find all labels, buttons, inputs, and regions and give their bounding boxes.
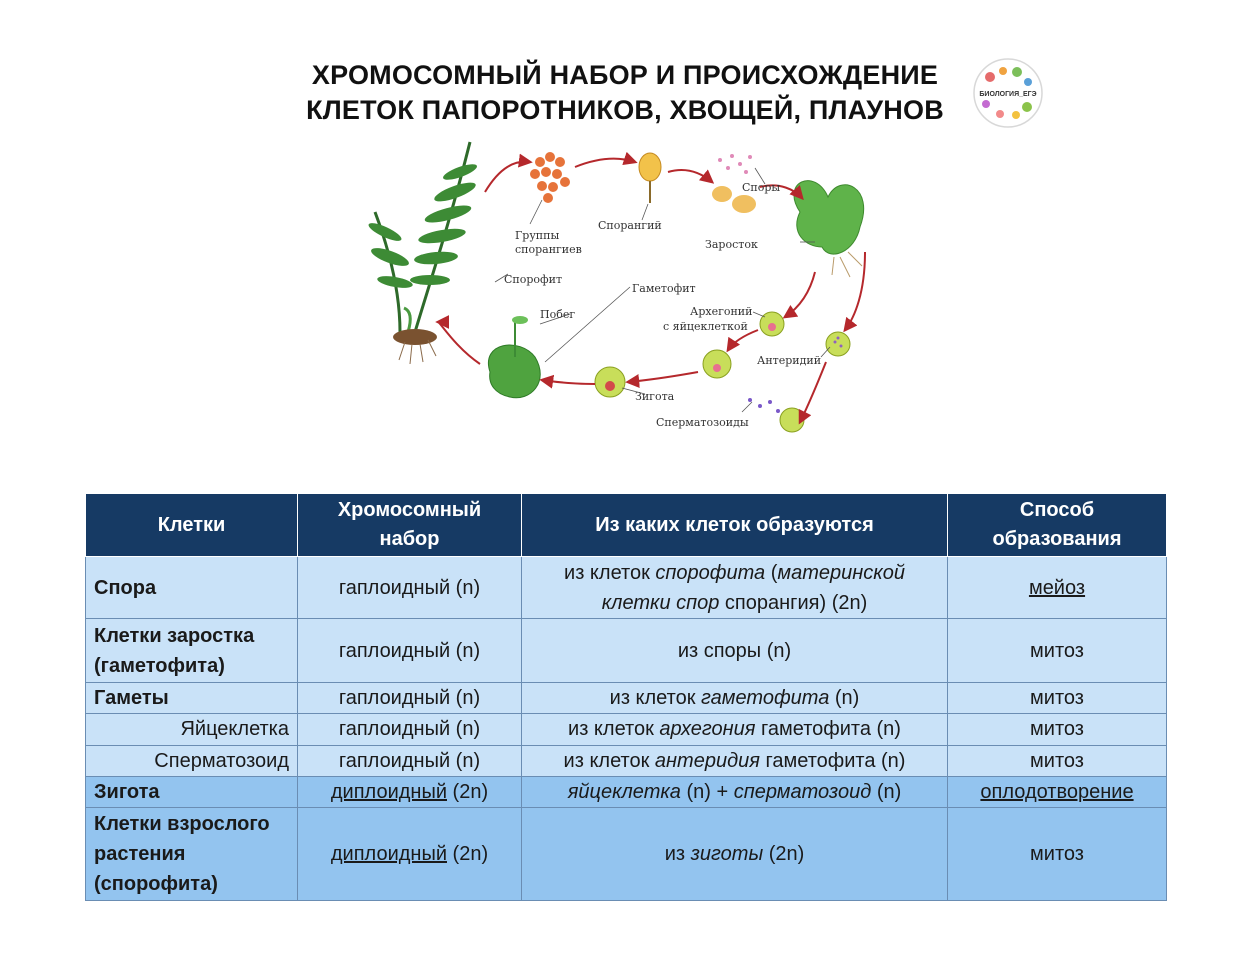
cell-set: гаплоидный (n) bbox=[297, 713, 522, 746]
prothallus-illustration bbox=[793, 180, 865, 278]
page-title: ХРОМОСОМНЫЙ НАБОР И ПРОИСХОЖДЕНИЕ КЛЕТОК… bbox=[240, 58, 1010, 128]
table-row-zygote: Зигота диплоидный (2n) яйцеклетка (n) + … bbox=[85, 775, 1167, 808]
label-sporangia: спорангиев bbox=[515, 243, 582, 256]
cell-origin: из клеток антеридия гаметофита (n) bbox=[521, 744, 948, 777]
cell-method: митоз bbox=[947, 744, 1167, 777]
label-groups: Группы bbox=[515, 229, 559, 242]
table-row-prothallus: Клетки заростка(гаметофита) гаплоидный (… bbox=[85, 618, 1167, 684]
fern-life-cycle-diagram: Группы спорангиев Спорангий Споры Зарост… bbox=[368, 141, 866, 433]
label-sporangium: Спорангий bbox=[598, 219, 662, 232]
label-spores: Споры bbox=[742, 181, 780, 194]
cell-name: Клетки заростка(гаметофита) bbox=[85, 618, 298, 684]
cell-name: Яйцеклетка bbox=[85, 713, 298, 746]
cell-name: Гаметы bbox=[85, 682, 298, 715]
label-with-egg: с яйцеклеткой bbox=[663, 320, 748, 333]
cell-method: мейоз bbox=[947, 555, 1167, 620]
cell-set: гаплоидный (n) bbox=[297, 618, 522, 684]
cell-name: Зигота bbox=[85, 775, 298, 808]
cell-name: Сперматозоид bbox=[85, 744, 298, 777]
label-zygote: Зигота bbox=[635, 390, 675, 403]
cell-name: Спора bbox=[85, 555, 298, 620]
label-archegonium: Архегоний bbox=[690, 305, 752, 318]
cell-set: гаплоидный (n) bbox=[297, 555, 522, 620]
sporangia-group-illustration bbox=[530, 152, 570, 203]
title-line-2: КЛЕТОК ПАПОРОТНИКОВ, ХВОЩЕЙ, ПЛАУНОВ bbox=[306, 95, 944, 125]
young-sporophyte-illustration bbox=[487, 316, 541, 399]
cell-set: гаплоидный (n) bbox=[297, 682, 522, 715]
cell-set: гаплоидный (n) bbox=[297, 744, 522, 777]
fertilization-illustration bbox=[702, 349, 805, 433]
table-row-egg: Яйцеклетка гаплоидный (n) из клеток архе… bbox=[85, 713, 1167, 746]
cycle-arrows bbox=[435, 151, 866, 425]
cell-origin: из клеток архегония гаметофита (n) bbox=[521, 713, 948, 746]
cell-set: диплоидный (2n) bbox=[297, 806, 522, 902]
header-origin: Из каких клеток образуются bbox=[521, 493, 948, 557]
label-shoot: Побег bbox=[540, 308, 575, 321]
cell-method: оплодотворение bbox=[947, 775, 1167, 808]
label-sperm: Сперматозоиды bbox=[656, 416, 749, 429]
header-cells: Клетки bbox=[85, 493, 298, 557]
cell-origin: из зиготы (2n) bbox=[521, 806, 948, 902]
cell-method: митоз bbox=[947, 713, 1167, 746]
biology-logo: БИОЛОГИЯ_ЕГЭ bbox=[973, 58, 1043, 128]
label-sporophyte: Спорофит bbox=[504, 273, 562, 286]
cell-method: митоз bbox=[947, 806, 1167, 902]
zygote-illustration bbox=[594, 366, 626, 398]
antheridium-illustration bbox=[825, 331, 851, 357]
table-row-gametes: Гаметы гаплоидный (n) из клеток гаметофи… bbox=[85, 682, 1167, 715]
sporangium-illustration bbox=[638, 152, 662, 203]
table-row-sperm: Сперматозоид гаплоидный (n) из клеток ан… bbox=[85, 744, 1167, 777]
fern-plant-illustration bbox=[368, 141, 478, 365]
cell-set: диплоидный (2n) bbox=[297, 775, 522, 808]
spores-illustration bbox=[712, 154, 756, 213]
label-antheridium: Антеридий bbox=[757, 354, 821, 367]
label-prothallus: Заросток bbox=[705, 238, 758, 251]
cell-origin: из клеток гаметофита (n) bbox=[521, 682, 948, 715]
table-row-spore: Спора гаплоидный (n) из клеток спорофита… bbox=[85, 555, 1167, 620]
cell-origin: из споры (n) bbox=[521, 618, 948, 684]
logo-text: БИОЛОГИЯ_ЕГЭ bbox=[979, 91, 1036, 98]
leader-lines bbox=[494, 167, 831, 413]
cell-method: митоз bbox=[947, 618, 1167, 684]
archegonium-illustration bbox=[759, 311, 785, 337]
label-gametophyte: Гаметофит bbox=[632, 282, 696, 295]
cell-origin: яйцеклетка (n) + сперматозоид (n) bbox=[521, 775, 948, 808]
title-line-1: ХРОМОСОМНЫЙ НАБОР И ПРОИСХОЖДЕНИЕ bbox=[311, 60, 939, 90]
cell-method: митоз bbox=[947, 682, 1167, 715]
